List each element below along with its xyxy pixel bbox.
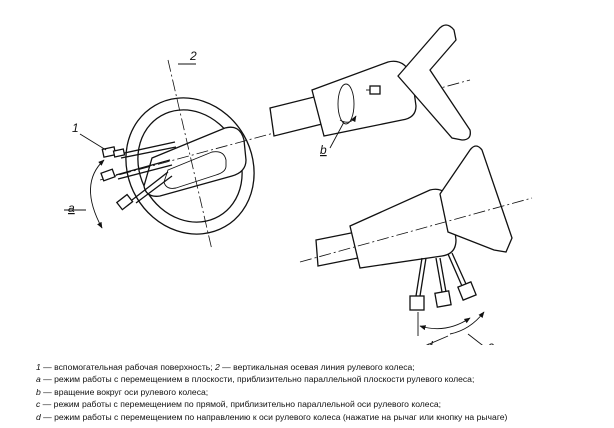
label-1-leader [79,133,107,151]
rotation-b-ellipse [337,83,355,125]
caption-line-1: 1 — вспомогательная рабочая поверхность;… [36,362,415,372]
label-c-leader [467,333,483,345]
label-d: d [426,339,433,345]
label-b-leader [329,121,345,149]
label-b: b [320,143,327,157]
caption-line-a: a — режим работы с перемещением в плоско… [36,374,475,385]
caption-line-b: b — вращение вокруг оси рулевого колеса; [36,386,209,397]
arc-d [419,317,471,331]
lower-stalk-1 [409,257,427,311]
label-c: c [488,339,494,345]
caption-line-d: d — режим работы с перемещением по напра… [36,411,508,422]
steering-wheel-front-view [64,59,471,251]
lower-stalk-3 [447,252,477,301]
control-stalk-lower [115,171,173,211]
steering-controls-figure: 1 2 a b d c [64,24,533,345]
housing-switch [369,85,381,95]
caption-line-c: c — режим работы с перемещением по прямо… [36,399,442,410]
label-a: a [68,201,75,215]
label-1: 1 [72,121,79,135]
lower-stalk-2 [434,257,452,308]
label-2: 2 [189,49,197,63]
control-stalk-middle [100,159,173,182]
steering-column-side-view-bottom [299,145,533,345]
steering-column-side-view-top [269,24,471,149]
label-d-leader [425,335,449,345]
wheel-axis-line-lower [299,197,533,263]
figure-caption: 1 — вспомогательная рабочая поверхность;… [36,361,606,423]
angle-a-arc [90,159,105,229]
arc-c [449,311,485,335]
control-stalk-upper [101,141,177,159]
vertical-center-line [167,59,213,251]
